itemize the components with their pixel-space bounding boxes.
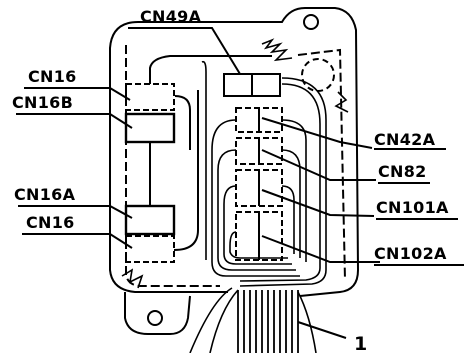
label-cn102a: CN102A bbox=[374, 244, 447, 263]
label-cn82: CN82 bbox=[378, 162, 427, 181]
label-underlines bbox=[374, 148, 464, 266]
break-mark-bottom-left bbox=[121, 268, 144, 289]
label-cn16-bottom: CN16 bbox=[26, 213, 75, 232]
cn16b-block bbox=[124, 112, 176, 144]
label-cn101a: CN101A bbox=[376, 198, 449, 217]
label-cn16-top: CN16 bbox=[28, 67, 77, 86]
leader-lines bbox=[16, 27, 380, 339]
mount-hole-top bbox=[303, 14, 319, 30]
label-harness-number: 1 bbox=[354, 333, 367, 353]
bracket-outline bbox=[109, 7, 360, 297]
mounting-tab-bottom bbox=[124, 292, 191, 335]
label-cn16b: CN16B bbox=[12, 93, 73, 112]
mount-hole-bottom bbox=[147, 310, 163, 326]
cn16a-block bbox=[124, 204, 176, 236]
break-mark-top bbox=[261, 38, 293, 62]
wire-bundle-curves bbox=[201, 60, 327, 287]
left-harness-lines bbox=[149, 55, 272, 251]
label-cn42a: CN42A bbox=[374, 130, 436, 149]
harness-bundle bbox=[237, 290, 299, 353]
inner-outline-dashed bbox=[125, 45, 220, 287]
break-mark-right bbox=[334, 91, 349, 113]
label-cn16a: CN16A bbox=[14, 185, 76, 204]
cn16-top-block bbox=[125, 83, 175, 111]
dashed-ring bbox=[301, 58, 335, 92]
cn16-bottom-block bbox=[125, 235, 175, 263]
label-cn49a: CN49A bbox=[140, 7, 202, 26]
harness-fan-curves bbox=[189, 287, 317, 353]
inner-outline-right-dashed bbox=[297, 48, 346, 281]
